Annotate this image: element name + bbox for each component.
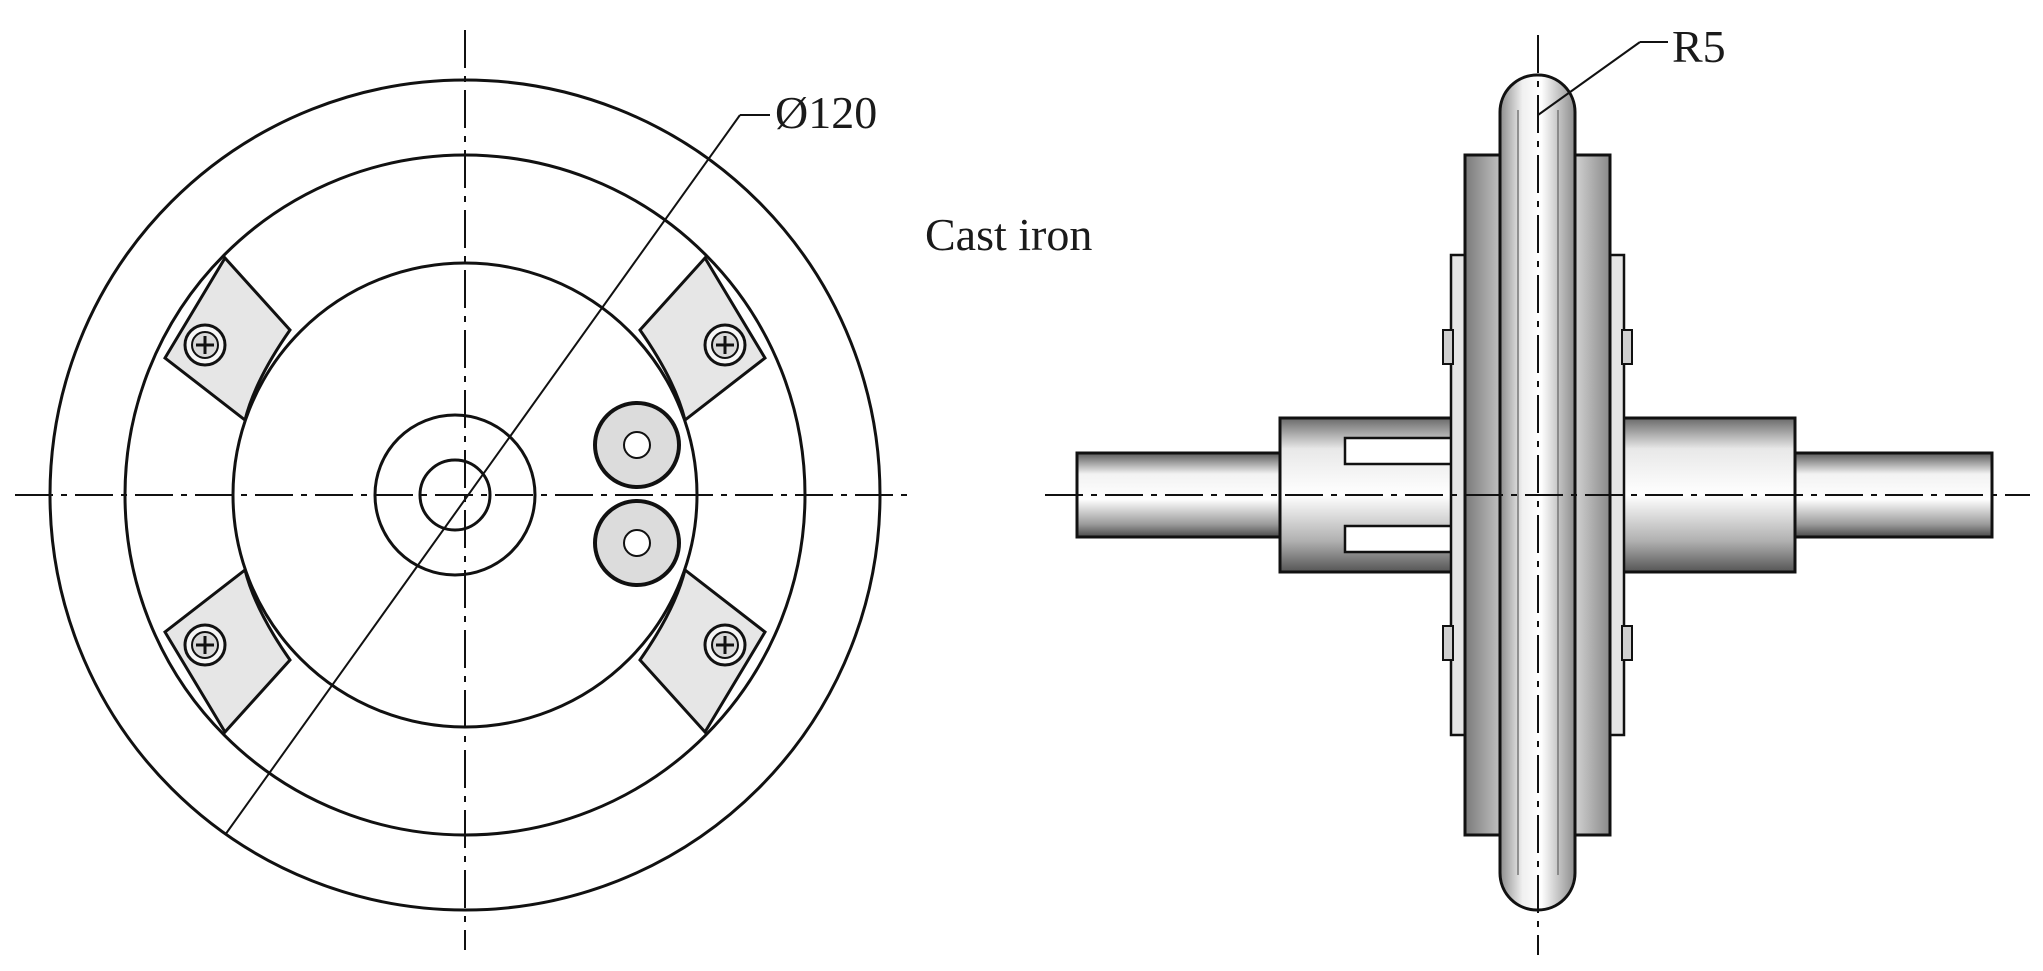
pad-bottom-right	[638, 567, 767, 735]
front-view: Ø120 Cast iron	[15, 30, 1092, 950]
pad-top-right	[638, 255, 767, 423]
radius-leader	[1537, 41, 1641, 116]
jaw-slot-lower	[1343, 524, 1457, 554]
screw-icon	[703, 323, 747, 367]
pad-top-left	[163, 255, 292, 423]
central-bore	[418, 458, 492, 532]
screw-icon	[703, 623, 747, 667]
material-label: Cast iron	[925, 209, 1092, 260]
screw-icon	[183, 323, 227, 367]
screw-icon	[183, 623, 227, 667]
bolt-stubs	[1442, 329, 1633, 661]
jaw-slot-upper	[1343, 436, 1457, 466]
diameter-dimension-line	[224, 114, 741, 836]
screw-heads	[183, 323, 747, 667]
radius-label: R5	[1672, 21, 1726, 72]
side-view: R5	[1045, 21, 2030, 955]
pad-bottom-left	[163, 567, 292, 735]
diameter-label: Ø120	[775, 87, 877, 138]
pin-holes	[593, 401, 681, 587]
jaw-pads	[163, 255, 767, 735]
